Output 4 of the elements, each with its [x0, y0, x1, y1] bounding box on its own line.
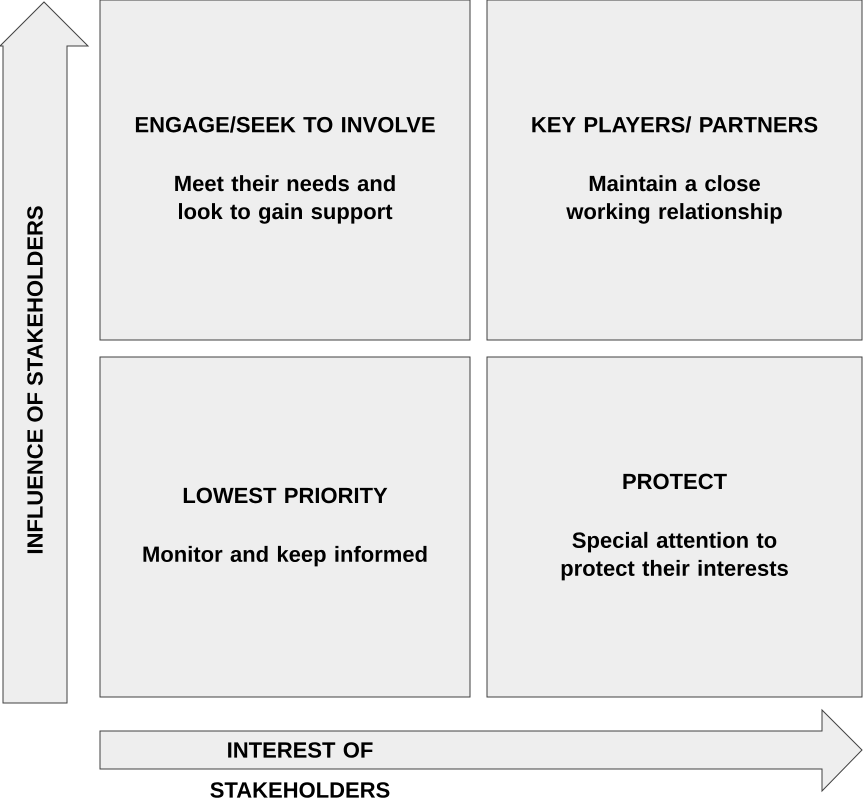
quadrant-box: KEY PLAYERS/ PARTNERS Maintain a close working relationship [486, 0, 862, 340]
quadrant-box: ENGAGE/SEEK TO INVOLVE Meet their needs and look to gain support [100, 0, 470, 340]
quadrant-box: PROTECT Special attention to protect their interests [486, 356, 862, 698]
quadrant-box: LOWEST PRIORITY Monitor and keep informed [100, 356, 470, 698]
